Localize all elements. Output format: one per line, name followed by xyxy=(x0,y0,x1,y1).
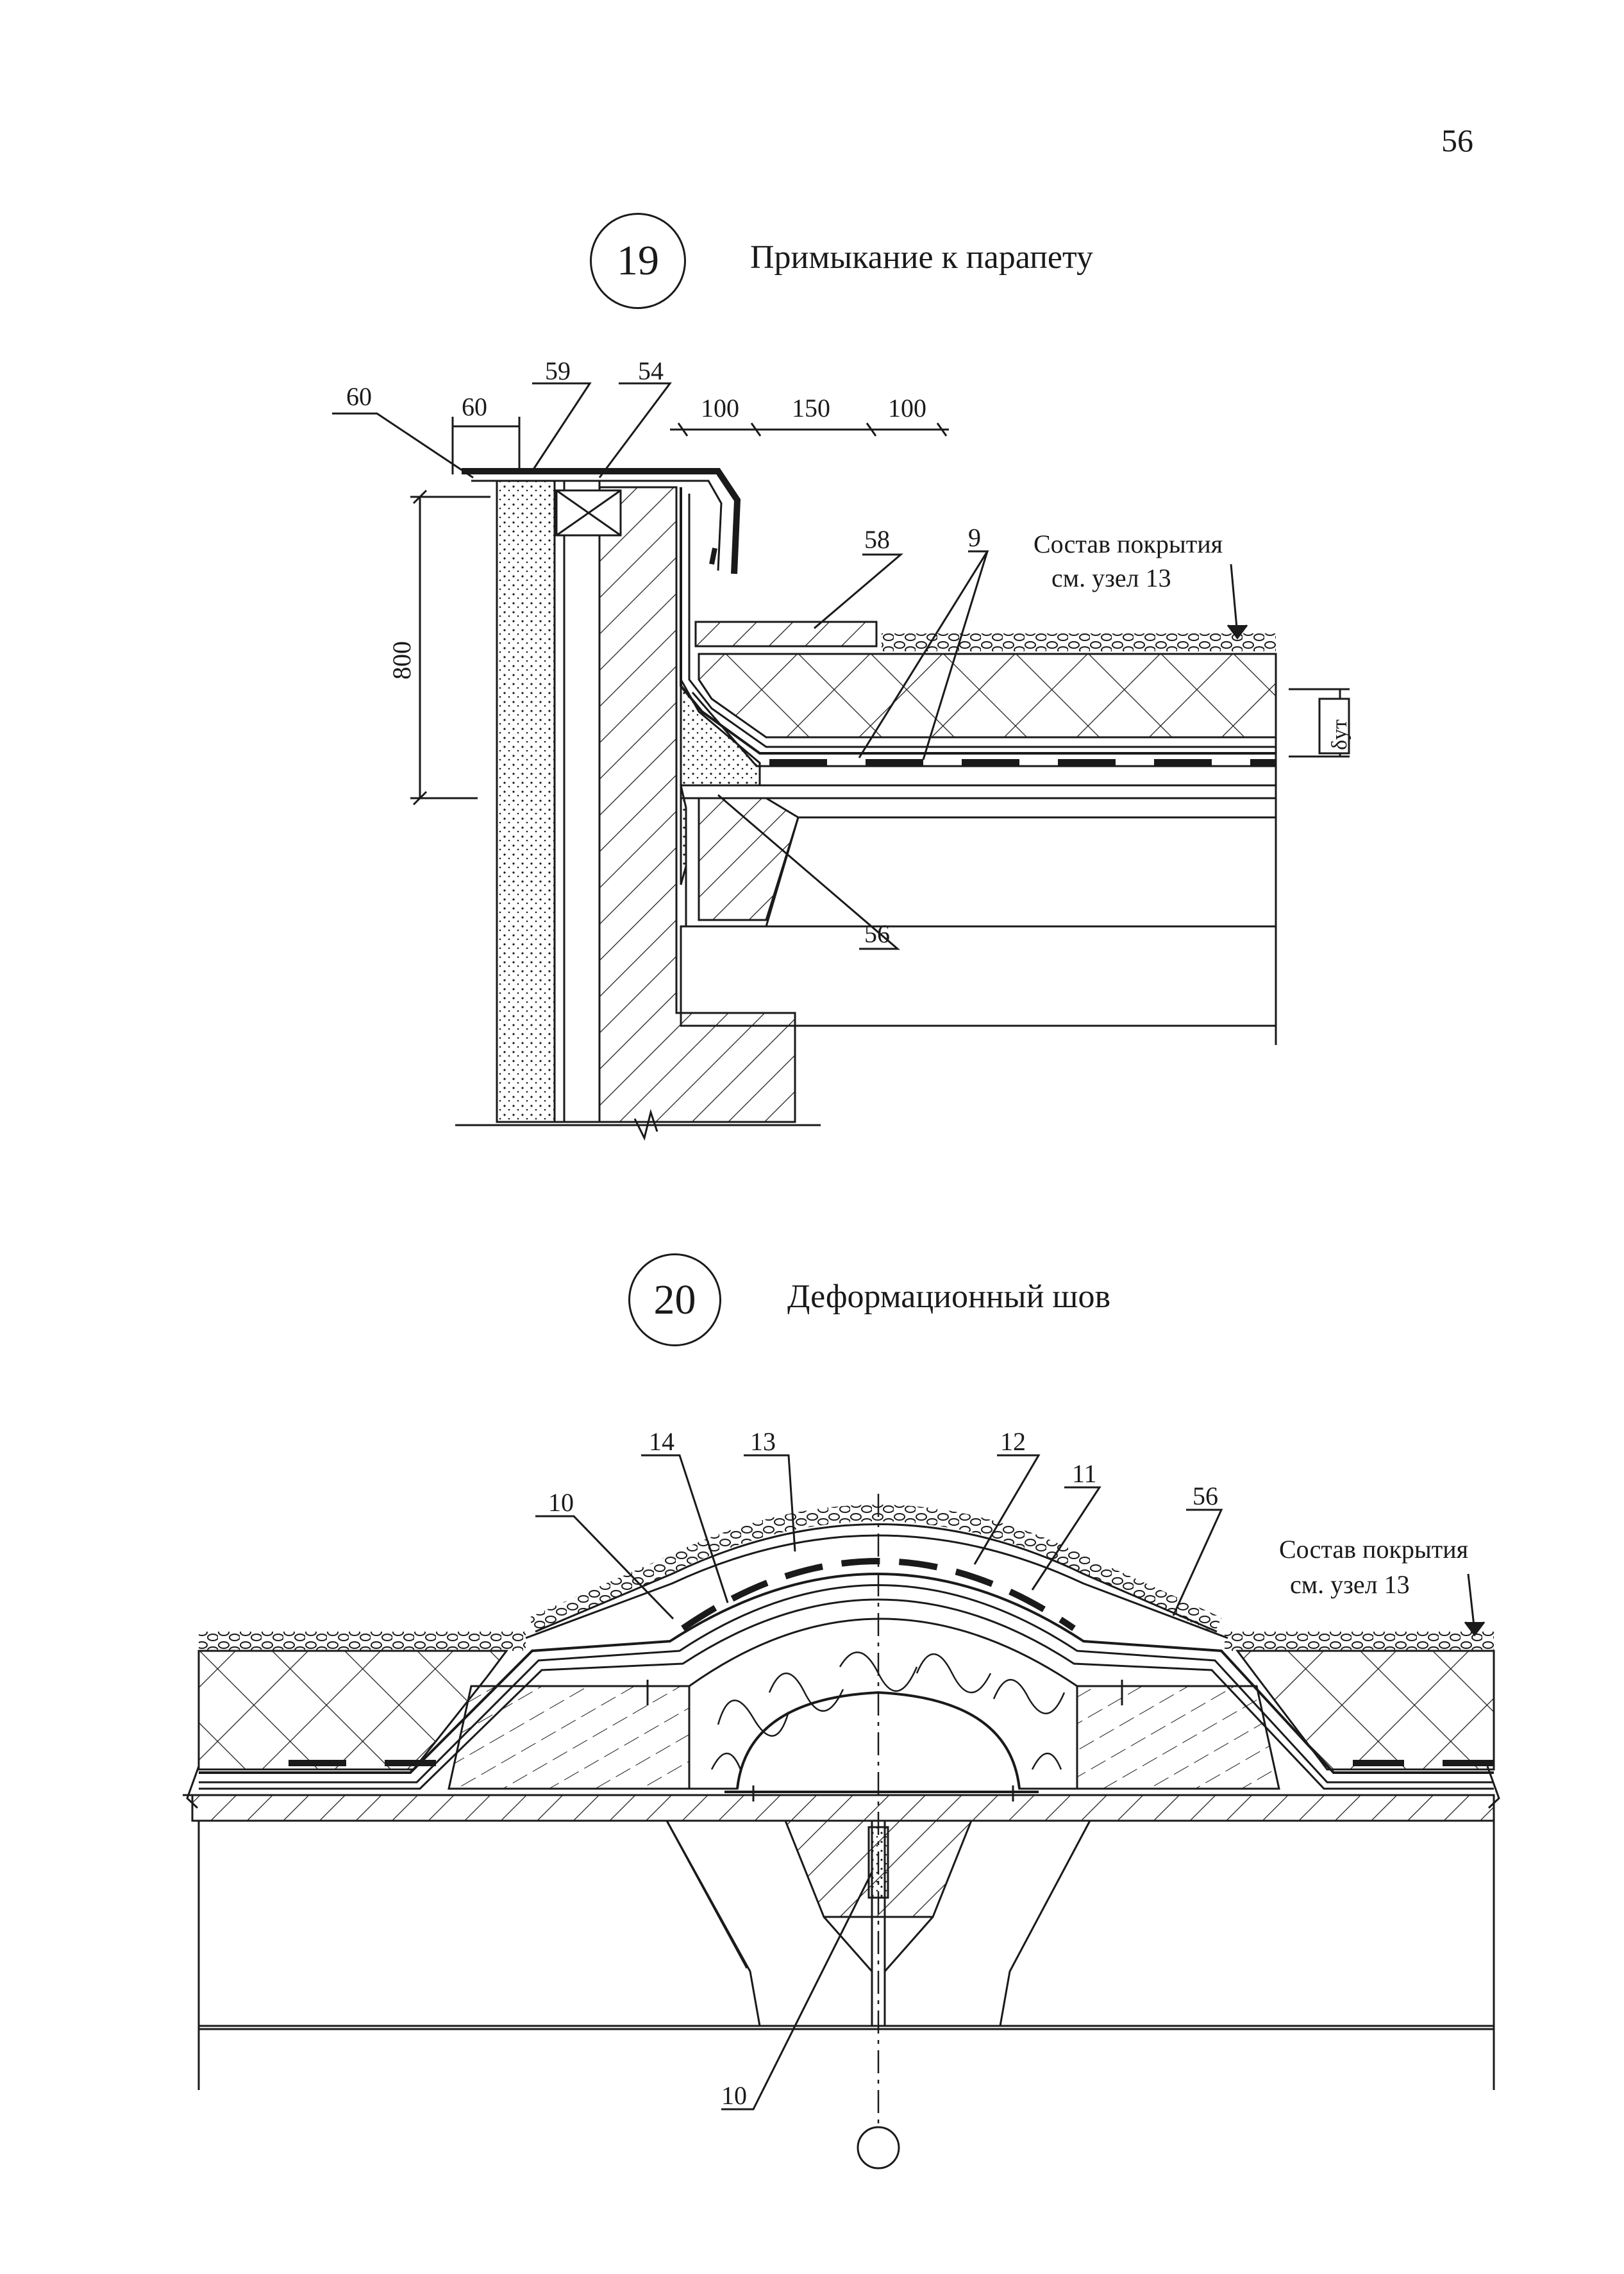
detail-20-leader-12 xyxy=(973,1454,1041,1565)
detail-19-dim-150: 150 xyxy=(792,394,830,422)
detail-20-leader-11 xyxy=(1031,1486,1101,1591)
detail-20-screed xyxy=(191,1794,1495,1822)
detail-20-title: Деформационный шов xyxy=(787,1278,1111,1315)
detail-20-callout-14: 14 xyxy=(649,1427,674,1456)
detail-19-number: 19 xyxy=(617,237,659,284)
detail-19-brick-wall xyxy=(598,486,796,1123)
detail-20-side-block-left xyxy=(448,1685,691,1790)
detail-20-note-line1: Состав покрытия xyxy=(1279,1535,1468,1564)
detail-19-membrane-upturn xyxy=(680,487,1276,755)
detail-19-insulation-layer xyxy=(553,480,601,1123)
detail-20-leader-14 xyxy=(641,1454,729,1603)
detail-20-axis-marker xyxy=(857,2126,900,2169)
detail-20-callout-12: 12 xyxy=(1000,1427,1026,1456)
detail-19-protective-board xyxy=(694,621,878,648)
detail-19-leader-56 xyxy=(717,794,901,950)
detail-19-callout-9: 9 xyxy=(968,523,981,552)
detail-19-thermal-insulation xyxy=(698,653,1277,739)
detail-19-metal-cap xyxy=(462,468,741,574)
detail-20-leader-13 xyxy=(744,1454,796,1552)
detail-20-reinforcing-strip xyxy=(681,1558,1076,1632)
detail-19-dim-60: 60 xyxy=(462,392,487,421)
detail-20-callout-10-top: 10 xyxy=(548,1488,574,1517)
detail-19-leader-60 xyxy=(332,412,474,479)
detail-19-height-dimension xyxy=(410,489,490,806)
detail-20-leader-10-bottom xyxy=(721,1871,873,2111)
detail-20-side-block-right xyxy=(1076,1685,1280,1790)
detail-20-leader-10-top xyxy=(535,1515,674,1620)
detail-20-number-circle: 20 xyxy=(628,1253,721,1346)
detail-19-gravel-ballast xyxy=(882,633,1276,651)
detail-20-callout-10-bottom: 10 xyxy=(721,2081,747,2110)
detail-19-callout-59: 59 xyxy=(545,356,571,385)
detail-19-callout-58: 58 xyxy=(864,525,890,554)
detail-19-dim-100a: 100 xyxy=(701,394,739,422)
detail-19-callout-56: 56 xyxy=(864,919,890,948)
detail-20-callout-11: 11 xyxy=(1072,1459,1097,1488)
detail-20-drawing xyxy=(183,1454,1500,2169)
detail-20-callout-13: 13 xyxy=(750,1427,776,1456)
detail-19-leader-note xyxy=(1230,564,1239,635)
detail-20-leader-56 xyxy=(1172,1509,1223,1616)
detail-19-slab-rib xyxy=(680,925,1277,1027)
detail-19-vapour-barrier xyxy=(766,758,1276,771)
detail-19-callout-54: 54 xyxy=(638,356,664,385)
detail-19-thickness-symbol: δут xyxy=(1328,719,1352,750)
detail-19-leader-9 xyxy=(858,550,989,760)
detail-20-note-line2: см. узел 13 xyxy=(1290,1570,1410,1599)
detail-19-title: Примыкание к парапету xyxy=(750,239,1094,276)
page-number: 56 xyxy=(1441,122,1473,158)
detail-19-dim-800: 800 xyxy=(387,641,416,680)
detail-19-dim-100b: 100 xyxy=(888,394,926,422)
detail-19-plaster-layer xyxy=(496,480,556,1123)
detail-19-leader-58 xyxy=(814,553,904,630)
detail-20-number: 20 xyxy=(653,1276,696,1323)
detail-19-drawing xyxy=(332,382,1350,1141)
detail-19-note-line1: Состав покрытия xyxy=(1034,530,1223,558)
detail-19-callout-60: 60 xyxy=(346,382,372,411)
detail-20-callout-56: 56 xyxy=(1193,1482,1218,1510)
detail-19-note-line2: см. узел 13 xyxy=(1051,564,1171,592)
detail-20-membrane-1 xyxy=(199,1573,1494,1774)
detail-19-leader-54 xyxy=(598,382,672,478)
detail-20-compensator-insulation xyxy=(688,1618,1078,1790)
detail-19-top-dimensions xyxy=(451,417,949,474)
detail-19-number-circle: 19 xyxy=(590,213,686,309)
detail-19-leader-59 xyxy=(531,382,592,472)
